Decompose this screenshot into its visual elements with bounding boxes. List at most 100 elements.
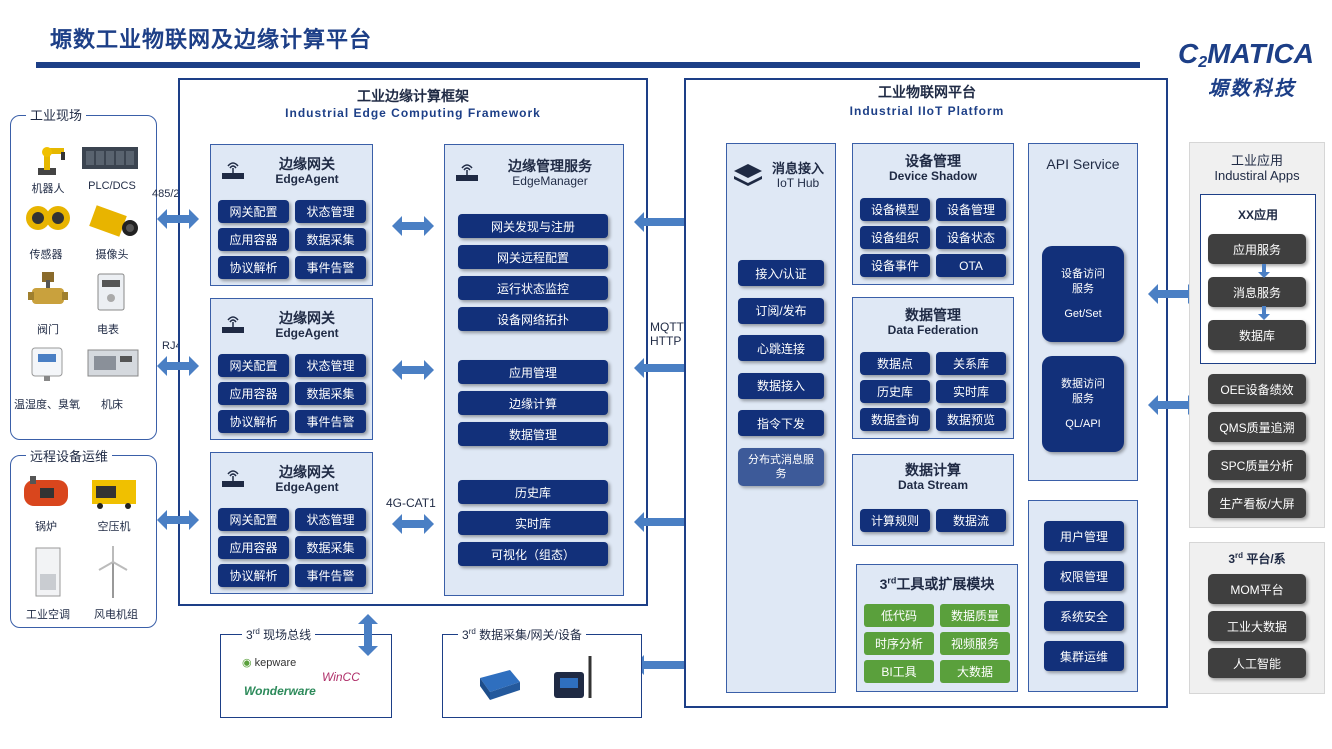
edge-agent-function-button[interactable]: 状态管理	[295, 354, 366, 377]
edge-manager-function-button[interactable]: 网关远程配置	[458, 245, 608, 269]
edge-agent-function-button[interactable]: 网关配置	[218, 200, 289, 223]
field-device-label: 温湿度、臭氧	[14, 399, 80, 411]
edge-agent-function-button[interactable]: 应用容器	[218, 228, 289, 251]
extension-module-button[interactable]: BI工具	[864, 660, 934, 683]
edge-agent-function-button[interactable]: 应用容器	[218, 382, 289, 405]
system-management-button[interactable]: 集群运维	[1044, 641, 1124, 671]
plc-icon	[82, 147, 138, 169]
edge-agent-function-button[interactable]: 事件告警	[295, 256, 366, 279]
field-device-label: 电表	[97, 324, 119, 336]
field-device-label: 传感器	[29, 249, 63, 261]
extension-module-button[interactable]: 时序分析	[864, 632, 934, 655]
edge-agent-function-button[interactable]: 事件告警	[295, 410, 366, 433]
third-party-platform-button[interactable]: MOM平台	[1208, 574, 1306, 604]
data-management-button[interactable]: 数据查询	[860, 408, 930, 431]
third-party-platform-button[interactable]: 人工智能	[1208, 648, 1306, 678]
extension-module-button[interactable]: 大数据	[940, 660, 1010, 683]
data-compute-button[interactable]: 数据流	[936, 509, 1006, 532]
device-management-button[interactable]: 设备状态	[936, 226, 1006, 249]
edge-agent-function-button[interactable]: 数据采集	[295, 228, 366, 251]
iot-hub-function-button[interactable]: 分布式消息服务	[738, 447, 824, 486]
edge-manager-function-button[interactable]: 设备网络拓扑	[458, 307, 608, 331]
edge-manager-function-button[interactable]: 网关发现与注册	[458, 214, 608, 238]
xx-app-service-button[interactable]: 数据库	[1208, 320, 1306, 350]
system-management-button[interactable]: 权限管理	[1044, 561, 1124, 591]
data-compute-title: 数据计算	[905, 462, 961, 478]
industrial-app-button[interactable]: OEE设备绩效	[1208, 374, 1306, 404]
data-management-button[interactable]: 数据预览	[936, 408, 1006, 431]
edge-agent-function-button[interactable]: 状态管理	[295, 508, 366, 531]
edge-manager-function-button[interactable]: 数据管理	[458, 422, 608, 446]
edge-agent-function-button[interactable]: 应用容器	[218, 536, 289, 559]
sensor-icon	[26, 206, 70, 230]
edge-agent-function-button[interactable]: 数据采集	[295, 536, 366, 559]
data-management-button[interactable]: 实时库	[936, 380, 1006, 403]
edge-agent-function-button[interactable]: 数据采集	[295, 382, 366, 405]
iot-hub-function-button[interactable]: 心跳连接	[738, 335, 824, 361]
industrial-app-button[interactable]: SPC质量分析	[1208, 450, 1306, 480]
xx-app-title: XX应用	[1237, 208, 1278, 222]
third-party-platform-button[interactable]: 工业大数据	[1208, 611, 1306, 641]
xx-app-service-button[interactable]: 应用服务	[1208, 234, 1306, 264]
double-arrow-icon	[634, 212, 712, 232]
device-management-button[interactable]: 设备组织	[860, 226, 930, 249]
device-management-button[interactable]: 设备事件	[860, 254, 930, 277]
edge-agent-function-button[interactable]: 协议解析	[218, 410, 289, 433]
edge-agent-function-button[interactable]: 网关配置	[218, 508, 289, 531]
industrial-app-button[interactable]: QMS质量追溯	[1208, 412, 1306, 442]
edge-agent-function-button[interactable]: 协议解析	[218, 256, 289, 279]
system-management-button[interactable]: 系统安全	[1044, 601, 1124, 631]
remote-device-label: 空压机	[97, 521, 131, 533]
field-device-label: 机器人	[31, 183, 65, 195]
xx-app-service-button[interactable]: 消息服务	[1208, 277, 1306, 307]
device-management-title: 设备管理	[905, 153, 961, 169]
edge-agent-function-button[interactable]: 事件告警	[295, 564, 366, 587]
boiler-icon	[24, 476, 68, 506]
data-management-button[interactable]: 关系库	[936, 352, 1006, 375]
iot-hub-function-button[interactable]: 订阅/发布	[738, 297, 824, 324]
edge-manager-function-button[interactable]: 边缘计算	[458, 391, 608, 415]
valve-icon	[28, 272, 68, 304]
edge-manager-function-button[interactable]: 实时库	[458, 511, 608, 535]
double-arrow-icon	[634, 655, 712, 675]
edge-manager-function-button[interactable]: 可视化（组态）	[458, 542, 608, 566]
edge-manager-function-button[interactable]: 运行状态监控	[458, 276, 608, 300]
edge-manager-function-button[interactable]: 历史库	[458, 480, 608, 504]
edge-agent-subtitle: EdgeAgent	[275, 480, 339, 494]
data-management-button[interactable]: 数据点	[860, 352, 930, 375]
machine-tool-icon	[87, 349, 139, 377]
vertical-double-arrow-icon	[358, 614, 378, 656]
humidity-sensor-icon	[31, 347, 63, 381]
edge-agent-function-button[interactable]: 网关配置	[218, 354, 289, 377]
company-logo-cn: 塬数科技	[1208, 78, 1296, 100]
industrial-app-button[interactable]: 生产看板/大屏	[1208, 488, 1306, 518]
extension-module-button[interactable]: 低代码	[864, 604, 934, 627]
edge-manager-function-button[interactable]: 应用管理	[458, 360, 608, 384]
edge-agent-function-button[interactable]: 协议解析	[218, 564, 289, 587]
device-management-button[interactable]: OTA	[936, 254, 1006, 277]
robot-icon	[38, 147, 65, 175]
wind-turbine-icon	[98, 546, 128, 598]
data-compute-button[interactable]: 计算规则	[860, 509, 930, 532]
device-management-button[interactable]: 设备模型	[860, 198, 930, 221]
third-party-bus-title: 3rd 现场总线	[242, 626, 316, 643]
iot-hub-function-button[interactable]: 接入/认证	[738, 260, 824, 286]
system-management-button[interactable]: 用户管理	[1044, 521, 1124, 551]
edge-agent-function-button[interactable]: 状态管理	[295, 200, 366, 223]
device-management-button[interactable]: 设备管理	[936, 198, 1006, 221]
edge-manager-title: 边缘管理服务	[508, 158, 592, 174]
extension-module-button[interactable]: 数据质量	[940, 604, 1010, 627]
third-party-bus-panel	[220, 634, 392, 718]
iot-hub-function-button[interactable]: 指令下发	[738, 410, 824, 436]
iot-hub-subtitle: IoT Hub	[776, 176, 820, 190]
wonderware-logo: Wonderware	[244, 684, 316, 698]
extension-module-button[interactable]: 视频服务	[940, 632, 1010, 655]
iot-hub-function-button[interactable]: 数据接入	[738, 372, 824, 399]
third-party-collect-panel	[442, 634, 642, 718]
industrial-apps-title: 工业应用	[1230, 153, 1283, 168]
edge-agent-title: 边缘网关	[279, 310, 335, 326]
data-management-button[interactable]: 历史库	[860, 380, 930, 403]
air-conditioner-icon	[35, 547, 61, 597]
